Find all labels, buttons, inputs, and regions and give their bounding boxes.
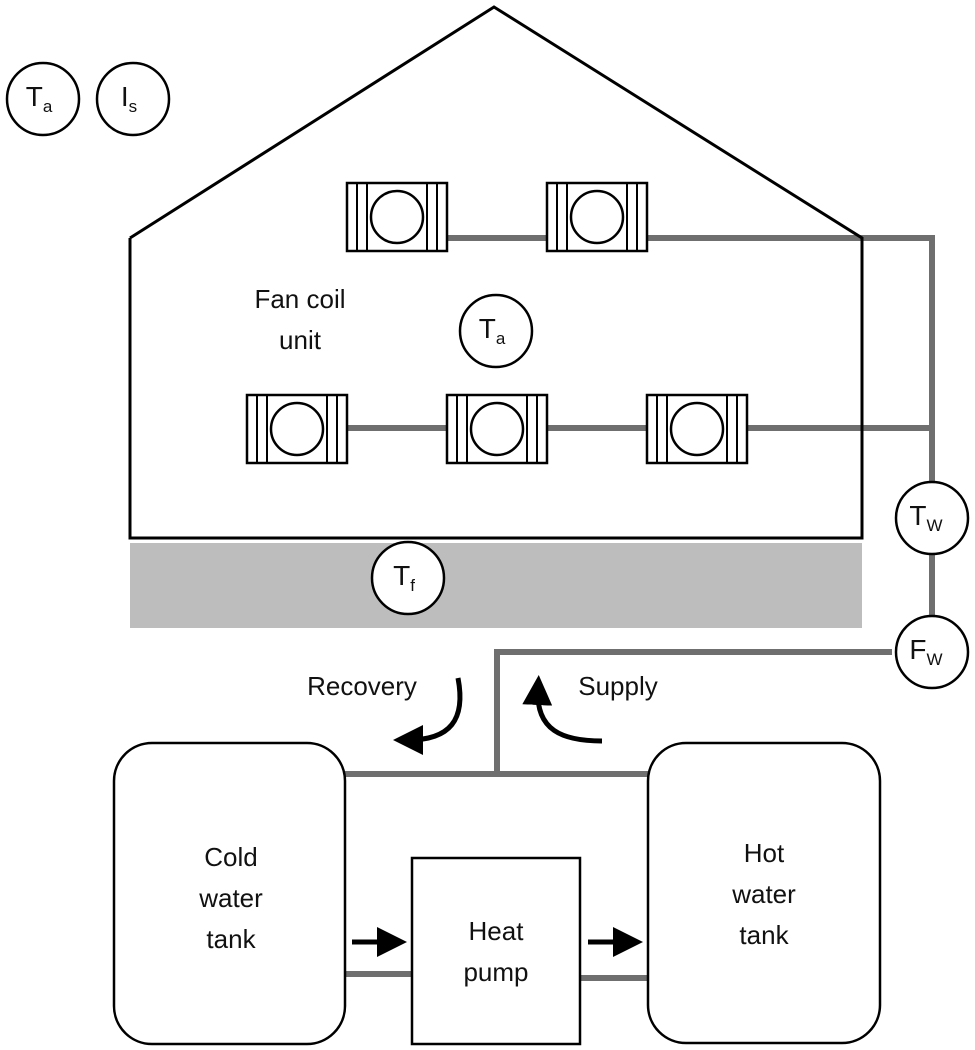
sensor-subscript: W — [927, 516, 943, 535]
fan-icon — [469, 401, 525, 457]
fan-coil-unit — [445, 393, 549, 465]
cold-water-tank: Cold water tank — [112, 741, 347, 1046]
house-outline — [128, 5, 864, 540]
svg-text:Tf: Tf — [393, 560, 415, 595]
sensor-subscript: a — [43, 97, 53, 116]
fan-icon — [569, 189, 625, 245]
sensor-symbol: T — [479, 313, 496, 344]
heat-pump: Heat pump — [410, 856, 582, 1046]
floor-temp-sensor: Tf — [370, 540, 446, 616]
pipes — [345, 235, 935, 981]
water-flow-sensor: FW — [894, 614, 970, 690]
sensor-symbol: T — [26, 81, 43, 112]
fan-coil-unit — [645, 393, 749, 465]
heat-pump-label: Heat — [469, 916, 525, 946]
cold-tank-label: Cold — [204, 842, 257, 872]
solar-irradiance-sensor: Is — [95, 61, 171, 137]
sensor-subscript: a — [496, 329, 506, 348]
sensor-symbol: I — [121, 81, 129, 112]
hot-tank-label: Hot — [744, 838, 785, 868]
svg-text:Is: Is — [121, 81, 137, 116]
cold-tank-label: water — [198, 883, 263, 913]
recovery-arrow-icon — [393, 677, 463, 755]
svg-text:FW: FW — [909, 634, 942, 669]
water-temp-sensor: TW — [894, 480, 970, 556]
sensor-subscript: s — [129, 97, 138, 116]
fan-icon — [369, 189, 425, 245]
fan-coil-unit — [245, 393, 349, 465]
cold-tank-label: tank — [206, 924, 256, 954]
sensor-subscript: W — [927, 650, 943, 669]
supply-main-pipe — [494, 649, 892, 774]
indoor-temp-sensor: Ta — [458, 293, 534, 369]
fan-coil-units — [245, 181, 749, 465]
sensor-symbol: T — [393, 560, 410, 591]
fan-icon — [269, 401, 325, 457]
sensor-symbol: T — [909, 500, 926, 531]
fan-coil-label: Fan coil — [254, 284, 345, 314]
supply-label: Supply — [578, 671, 658, 701]
svg-text:Ta: Ta — [26, 81, 53, 116]
floor-slab — [130, 543, 862, 628]
recovery-label: Recovery — [307, 671, 417, 701]
heat-pump-label: pump — [463, 957, 528, 987]
sensor-symbol: F — [909, 634, 926, 665]
supply-arrow-icon — [522, 675, 603, 744]
fan-coil-label: unit — [279, 325, 322, 355]
fan-icon — [669, 401, 725, 457]
fan-coil-unit — [345, 181, 449, 253]
sensor-subscript: f — [410, 576, 415, 595]
fan-coil-unit — [545, 181, 649, 253]
upper-return-pipe — [647, 235, 935, 490]
hot-tank-label: water — [731, 879, 796, 909]
hot-tank-label: tank — [739, 920, 789, 950]
svg-text:TW: TW — [909, 500, 942, 535]
outdoor-temp-sensor: Ta — [5, 61, 81, 137]
svg-text:Ta: Ta — [479, 313, 506, 348]
hot-water-tank: Hot water tank — [646, 741, 882, 1045]
